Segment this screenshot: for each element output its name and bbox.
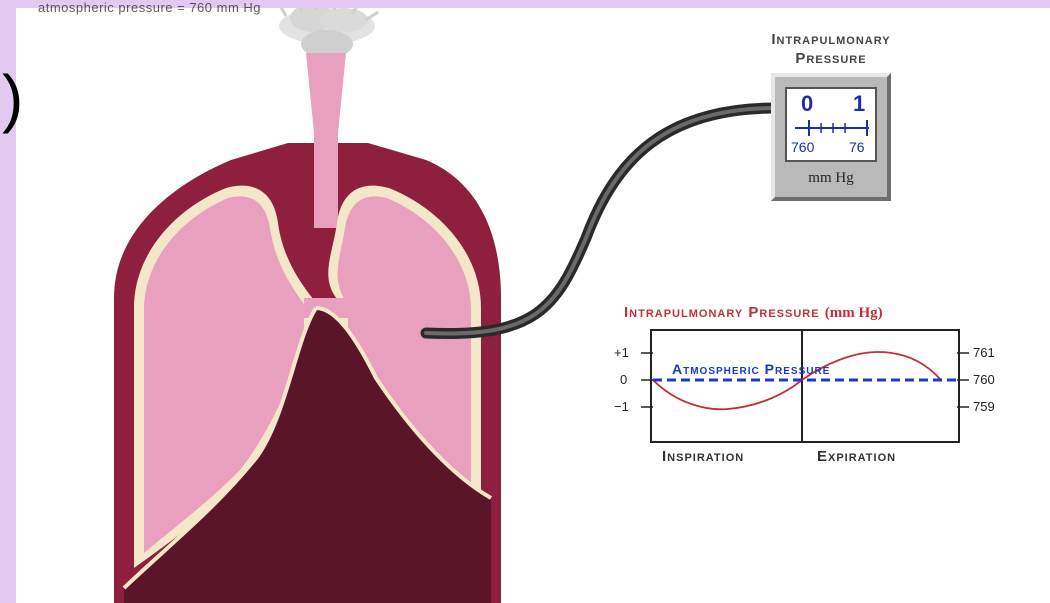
right-tick-label-761: 761	[973, 345, 995, 360]
diagram-panel: atmospheric pressure = 760 mm Hg )	[16, 8, 1050, 603]
right-tick-label-759: 759	[973, 399, 995, 414]
gauge-scale	[787, 118, 875, 138]
left-tick-label-plus1: +1	[614, 345, 629, 360]
left-tick-label-minus1: −1	[614, 399, 629, 414]
right-tick-label-760: 760	[973, 372, 995, 387]
gauge-title-line1: Intrapulmonary	[716, 30, 946, 49]
gauge-top-right-value: 1	[853, 91, 865, 117]
gauge-bottom-left-value: 760	[791, 139, 814, 155]
gauge-top-left-value: 0	[801, 91, 813, 117]
chart-title: Intrapulmonary Pressure (mm Hg)	[624, 304, 1044, 322]
gauge-title-line2: Pressure	[716, 49, 946, 68]
pressure-gauge: 0 1 760 76 mm Hg	[771, 73, 891, 201]
gauge-title: Intrapulmonary Pressure	[716, 30, 946, 68]
phase-label-inspiration: Inspiration	[662, 448, 744, 465]
phase-label-expiration: Expiration	[817, 448, 896, 465]
atmospheric-pressure-label: Atmospheric Pressure	[672, 361, 830, 377]
air-plume	[278, 8, 378, 58]
gauge-unit-label: mm Hg	[775, 170, 887, 187]
left-tick-label-0: 0	[620, 372, 627, 387]
gauge-bottom-right-value: 76	[849, 139, 865, 155]
chart-title-unit: (mm Hg)	[825, 305, 883, 321]
gauge-screen: 0 1 760 76	[785, 87, 877, 162]
chart-title-text: Intrapulmonary Pressure	[624, 304, 820, 321]
